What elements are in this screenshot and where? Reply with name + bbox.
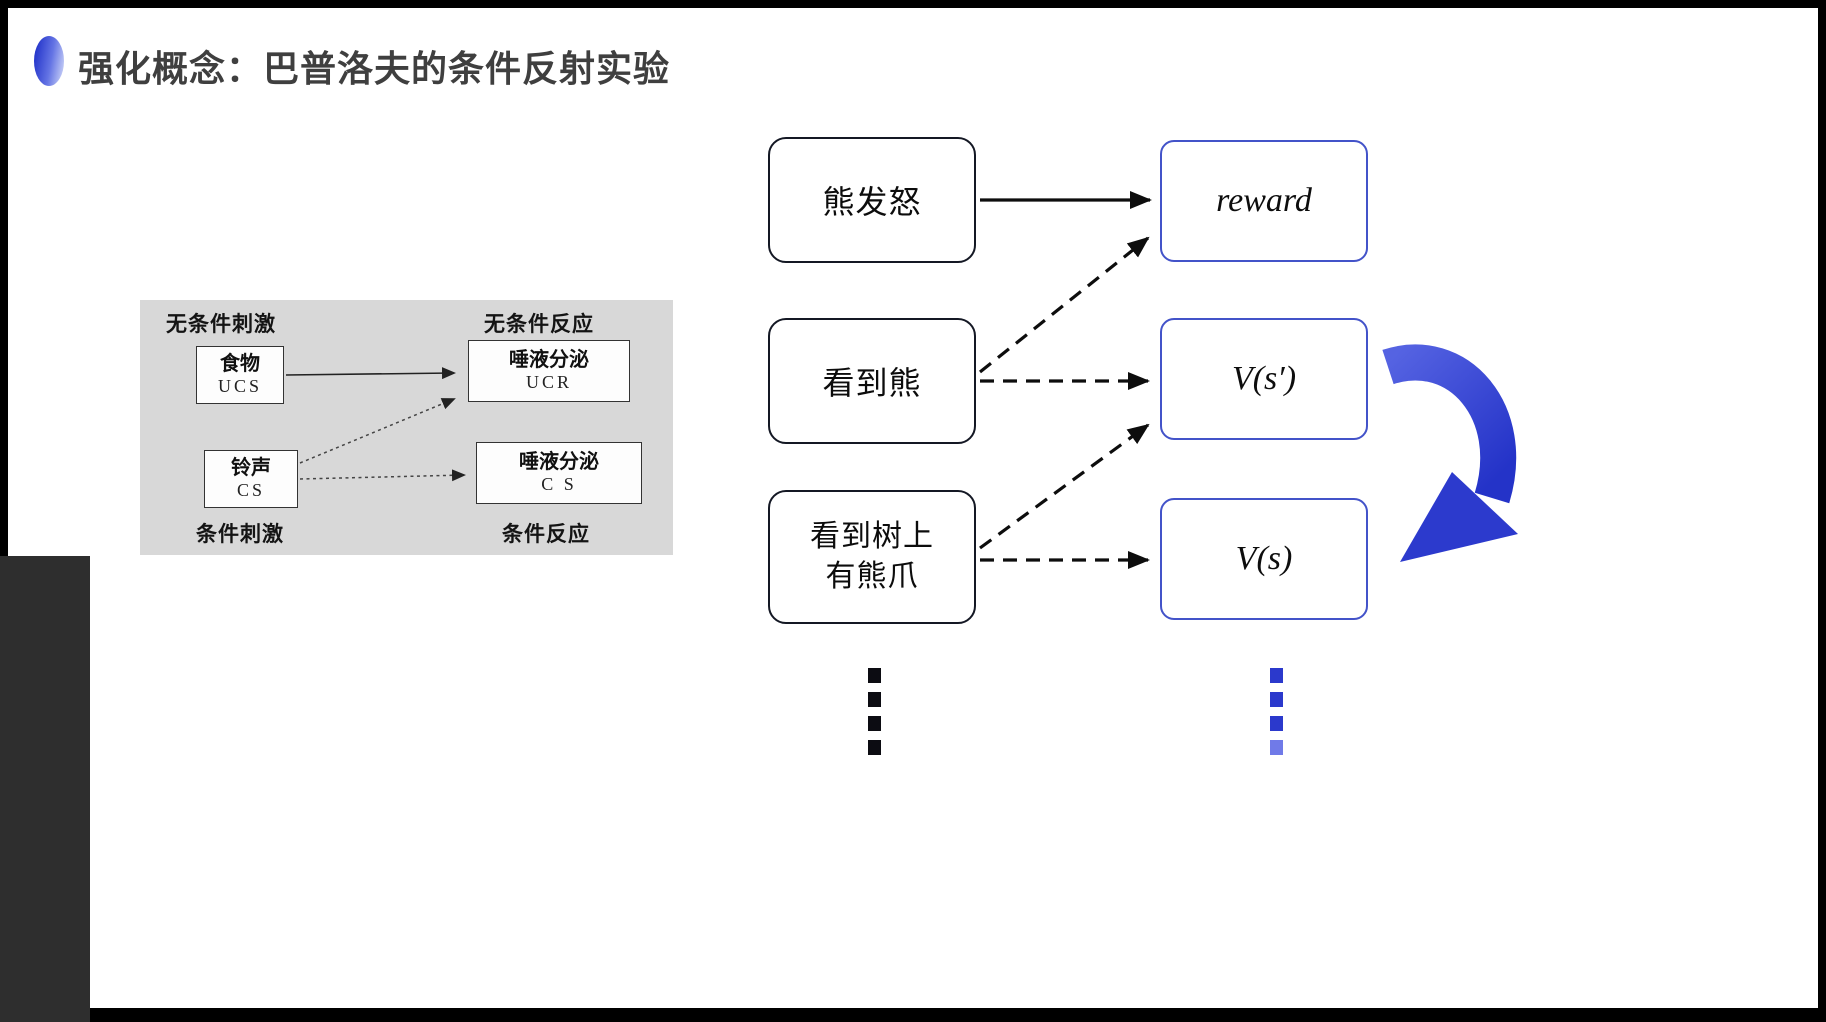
box-food-ucs: 食物 UCS [196, 346, 284, 404]
box-food-abbr: UCS [217, 376, 262, 397]
rl-mapping-diagram: 熊发怒 看到熊 看到树上 有熊爪 reward V(s′) V(s) [700, 120, 1530, 800]
dotted-arrow-bell-to-ucr [299, 398, 456, 464]
vertical-ellipsis-right [1270, 668, 1283, 755]
dashed-arrow-see-claw-to-vs-prime [979, 423, 1150, 550]
ellipsis-dot [1270, 740, 1283, 755]
state-box-label-line1: 看到树上 [810, 519, 934, 553]
ellipsis-dot [1270, 668, 1283, 683]
box-ucr-name: 唾液分泌 [509, 349, 589, 372]
value-box-label: V(s′) [1231, 360, 1297, 397]
pavlov-experiment-figure: 无条件刺激 无条件反应 食物 UCS 唾液分泌 UCR 铃声 CS 唾液分泌 C… [140, 300, 673, 555]
ellipsis-dot [868, 740, 881, 755]
label-unconditioned-stimulus: 无条件刺激 [166, 313, 276, 336]
ellipsis-dot [1270, 692, 1283, 707]
label-unconditioned-response: 无条件反应 [484, 313, 594, 336]
pavlov-arrows [285, 367, 466, 482]
box-bell-cs: 铃声 CS [204, 450, 298, 508]
slide-title: 强化概念：巴普洛夫的条件反射实验 [78, 48, 671, 89]
ellipsis-dot [868, 692, 881, 707]
ellipsis-dot [1270, 716, 1283, 731]
vertical-ellipsis-left [868, 668, 881, 755]
rl-diagram-arrows [979, 191, 1518, 569]
label-conditioned-response: 条件反应 [502, 523, 590, 546]
box-food-name: 食物 [220, 353, 260, 376]
ellipsis-dot [868, 668, 881, 683]
curved-value-update-arrow-icon [1382, 344, 1518, 562]
label-conditioned-stimulus: 条件刺激 [196, 523, 284, 546]
value-box-label: V(s) [1235, 540, 1293, 577]
solid-arrow-food-to-ucr [285, 367, 456, 380]
state-box-see-bear: 看到熊 [768, 318, 976, 444]
box-saliva-cr: 唾液分泌 C S [476, 442, 642, 504]
dashed-arrow-see-bear-to-reward [979, 236, 1150, 374]
ellipsis-dot [868, 716, 881, 731]
left-dark-panel [0, 556, 90, 1022]
value-box-label: reward [1216, 182, 1312, 219]
title-bullet-icon [34, 36, 64, 86]
state-box-label: 看到熊 [822, 365, 922, 401]
value-box-vs-prime: V(s′) [1160, 318, 1368, 440]
value-box-vs: V(s) [1160, 498, 1368, 620]
box-cr-abbr: C S [541, 474, 577, 495]
box-bell-abbr: CS [236, 480, 266, 501]
box-saliva-ucr: 唾液分泌 UCR [468, 340, 630, 402]
box-cr-name: 唾液分泌 [519, 451, 599, 474]
state-box-see-claw-on-tree: 看到树上 有熊爪 [768, 490, 976, 624]
state-box-bear-angry: 熊发怒 [768, 137, 976, 263]
state-box-label: 熊发怒 [822, 184, 922, 220]
box-bell-name: 铃声 [231, 457, 271, 480]
state-box-label-line2: 有熊爪 [825, 560, 919, 593]
box-ucr-abbr: UCR [525, 372, 572, 393]
dotted-arrow-bell-to-cr [299, 469, 466, 482]
value-box-reward: reward [1160, 140, 1368, 262]
